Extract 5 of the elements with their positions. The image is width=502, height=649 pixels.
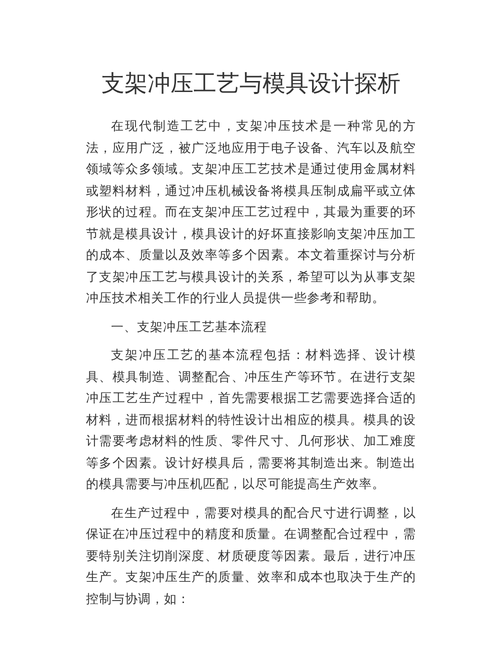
body-paragraph: 支架冲压工艺的基本流程包括：材料选择、设计模具、模具制造、调整配合、冲压生产等环节。在进行支架冲压工艺生产过程中，首先需要根据工艺需要选择合适的材料，进而根据材料的特性设计出相应的模具。模具的设计需要考虑材料的性质、零件尺寸、几何形状、加工难度等多个因素。设计好模具后，需要将其制造出来。制造出的模具需要与冲压机匹配，以尽可能提高生产效率。 (86, 347, 416, 493)
section-heading: 一、支架冲压工艺基本流程 (110, 318, 268, 336)
body-paragraph: 在生产过程中，需要对模具的配合尺寸进行调整，以保证在冲压过程中的精度和质量。在调整配合过程中，需要特别关注切削深度、材质硬度等因素。最后，进行冲压生产。支架冲压生产的质量、效率和成本也取决于生产的控制与协调，如： (86, 504, 416, 608)
document-title: 支架冲压工艺与模具设计探析 (100, 70, 402, 98)
body-paragraph: 在现代制造工艺中，支架冲压技术是一种常见的方法，应用广泛，被广泛地应用于电子设备、汽车以及航空领域等众多领域。支架冲压工艺技术是通过使用金属材料或塑料材料，通过冲压机械设备将模具压制成扁平或立体形状的过程。而在支架冲压工艺过程中，其最为重要的环节就是模具设计，模具设计的好坏直接影响支架冲压加工的成本、质量以及效率等多个因素。本文着重探讨与分析了支架冲压工艺与模具设计的关系，希望可以为从事支架冲压技术相关工作的行业人员提供一些参考和帮助。 (86, 118, 416, 307)
